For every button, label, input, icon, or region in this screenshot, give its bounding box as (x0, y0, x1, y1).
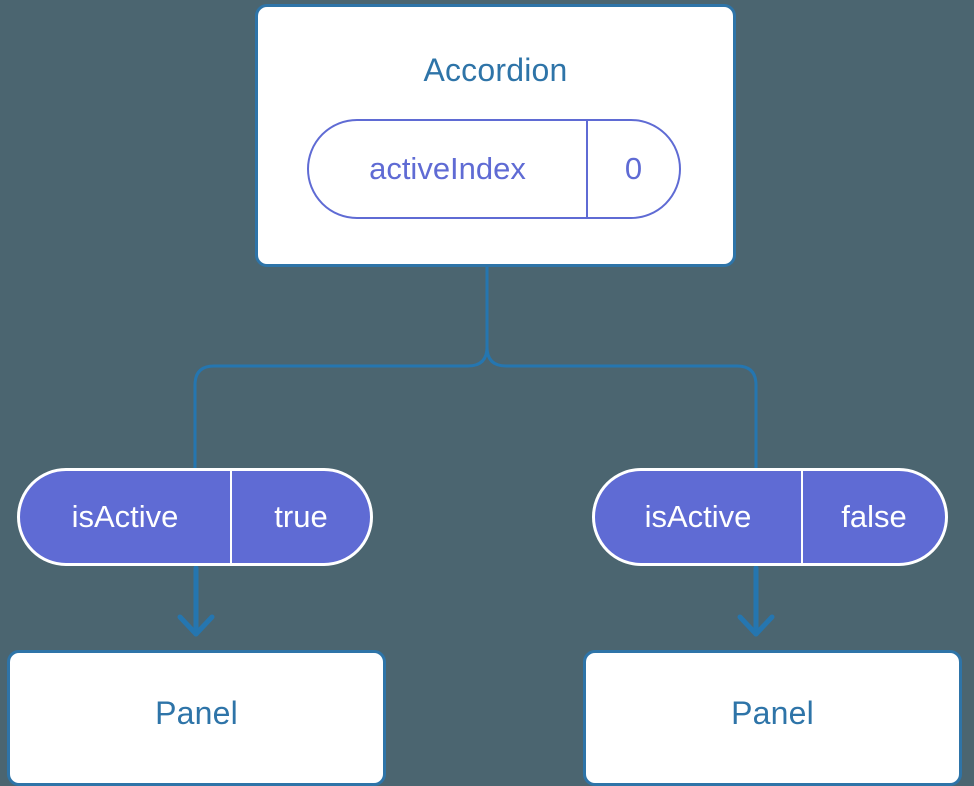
prop-pill-key: isActive (595, 471, 803, 563)
state-pill-key: activeIndex (309, 121, 588, 217)
prop-pill-is-active-false[interactable]: isActive false (592, 468, 948, 566)
component-title-panel: Panel (155, 695, 238, 731)
prop-pill-is-active-true[interactable]: isActive true (17, 468, 373, 566)
component-card-panel-left[interactable]: Panel (7, 650, 386, 786)
prop-pill-value: true (274, 499, 328, 534)
state-pill-active-index[interactable]: activeIndex 0 (307, 119, 681, 219)
component-card-panel-right[interactable]: Panel (583, 650, 962, 786)
arrow-left-head-icon (177, 614, 215, 637)
tree-connector-path (485, 265, 758, 470)
arrow-right-head-icon (737, 614, 775, 637)
prop-pill-value: false (841, 499, 907, 534)
diagram-canvas: Accordion activeIndex 0 isActive true is… (7, 4, 962, 786)
tree-connector-path (193, 265, 489, 470)
prop-pill-key: isActive (20, 471, 232, 563)
component-title-accordion: Accordion (423, 52, 568, 88)
state-pill-value: 0 (624, 151, 643, 186)
component-title-panel: Panel (731, 695, 814, 731)
